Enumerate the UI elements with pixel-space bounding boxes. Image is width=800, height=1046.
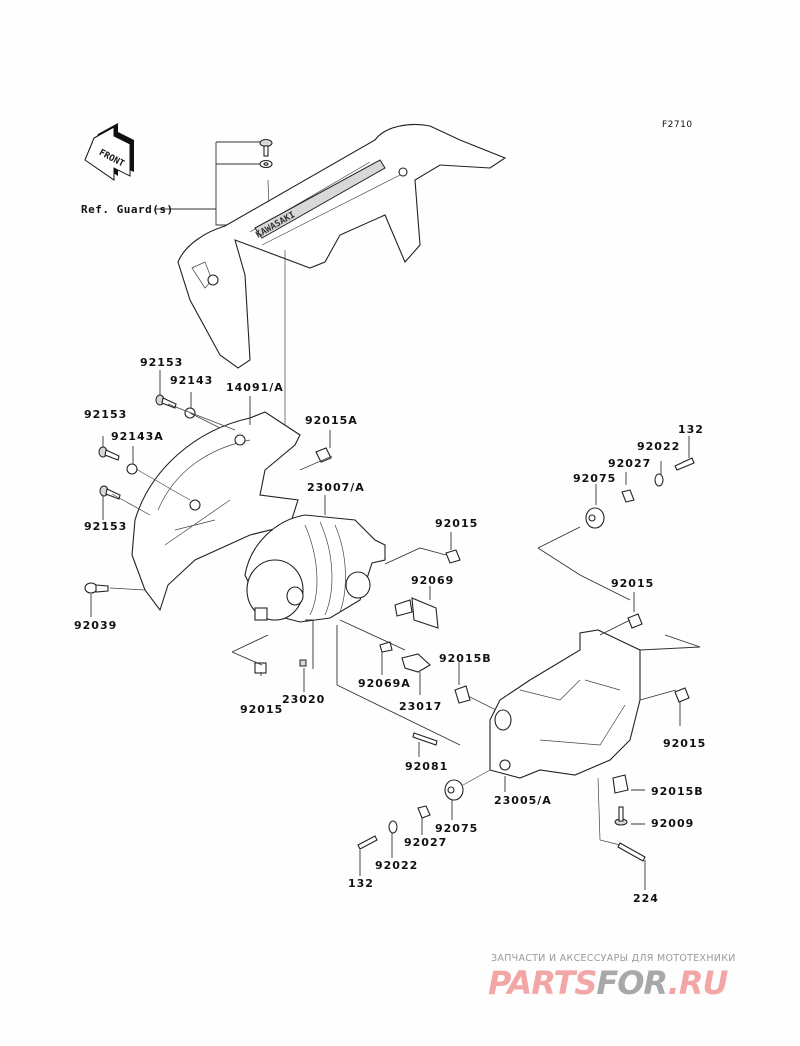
bolt-132-icon-1: [674, 457, 695, 471]
part-label-23020[interactable]: 23020: [282, 693, 326, 706]
part-label-92075[interactable]: 92075: [573, 472, 617, 485]
part-label-92081[interactable]: 92081: [405, 760, 449, 773]
clip-92015-icon-3: [627, 613, 643, 629]
part-label-92015[interactable]: 92015: [611, 577, 655, 590]
nut-23020-icon: [299, 659, 307, 667]
grommet-92015b-icon-2: [612, 774, 629, 794]
clip-92015-icon-4: [674, 687, 690, 703]
part-label-92027[interactable]: 92027: [404, 836, 448, 849]
collar-92027-icon-1: [621, 489, 635, 503]
ref-bracket-line: [156, 141, 300, 226]
bulb-92069a-icon: [379, 641, 393, 653]
washer-92022-icon-2: [388, 820, 398, 834]
part-label-14091a[interactable]: 14091/A: [226, 381, 284, 394]
grommet-92075-icon-1: [585, 507, 605, 529]
ref-guard-label[interactable]: Ref. Guard(s): [81, 203, 174, 216]
part-label-92022[interactable]: 92022: [375, 859, 419, 872]
bolt-132-icon-2: [357, 835, 378, 850]
part-label-92039[interactable]: 92039: [74, 619, 118, 632]
part-label-92143[interactable]: 92143: [170, 374, 214, 387]
watermark-logo: PARTSFOR.RU: [488, 964, 729, 1002]
housing-leaders: [537, 526, 701, 701]
rivet-92039-icon: [84, 582, 109, 594]
part-label-23007a[interactable]: 23007/A: [307, 481, 365, 494]
clip-92015a-icon: [315, 447, 332, 463]
part-label-92027[interactable]: 92027: [608, 457, 652, 470]
ref-washer-icon: [259, 159, 273, 169]
watermark-brand-part3: .RU: [667, 964, 729, 1002]
bolt-leader: [597, 777, 621, 846]
bulb-92069-icon: [394, 597, 439, 629]
part-label-23017[interactable]: 23017: [399, 700, 443, 713]
watermark-tagline: ЗАПЧАСТИ И АКСЕССУАРЫ ДЛЯ МОТОТЕХНИКИ: [491, 953, 736, 964]
clip-92015-icon-1: [445, 549, 461, 564]
part-label-92069[interactable]: 92069: [411, 574, 455, 587]
washer-92022-icon-1: [654, 473, 664, 487]
socket-23017-icon: [401, 653, 431, 673]
part-label-92015[interactable]: 92015: [663, 737, 707, 750]
headlight-unit-shape: [244, 514, 386, 623]
figure-code: F2710: [662, 120, 693, 130]
watermark-brand-part2: FOR: [596, 964, 668, 1002]
part-label-92069a[interactable]: 92069A: [358, 677, 411, 690]
front-arrow-icon: FRONT: [84, 123, 134, 181]
bolt-224-icon: [617, 842, 646, 862]
adjuster-leader: [467, 695, 501, 713]
part-label-92153[interactable]: 92153: [140, 356, 184, 369]
part-label-23005a[interactable]: 23005/A: [494, 794, 552, 807]
part-label-92022[interactable]: 92022: [637, 440, 681, 453]
headlight-leaders: [231, 547, 461, 746]
part-label-132[interactable]: 132: [678, 423, 704, 436]
part-label-92015[interactable]: 92015: [240, 703, 284, 716]
clip-92015-icon-2: [254, 662, 267, 674]
part-label-92153[interactable]: 92153: [84, 408, 128, 421]
part-label-132[interactable]: 132: [348, 877, 374, 890]
housing-shape: [489, 629, 641, 779]
grommet-leader: [462, 769, 491, 786]
spring-92081-icon: [412, 732, 438, 746]
ref-screw-icon: [259, 139, 273, 157]
part-label-92153[interactable]: 92153: [84, 520, 128, 533]
part-label-92015b[interactable]: 92015B: [439, 652, 492, 665]
part-label-92075[interactable]: 92075: [435, 822, 479, 835]
upper-guard-shape: KAWASAKI: [177, 123, 507, 369]
collar-92027-icon-2: [417, 805, 431, 819]
watermark-brand-part1: PARTS: [488, 964, 597, 1002]
part-label-92009[interactable]: 92009: [651, 817, 695, 830]
grommet-92015b-icon: [454, 685, 471, 704]
part-label-92015a[interactable]: 92015A: [305, 414, 358, 427]
screw-92009-icon: [614, 806, 628, 826]
collar-92143a-icon: [126, 463, 138, 475]
part-label-92015b[interactable]: 92015B: [651, 785, 704, 798]
part-label-224[interactable]: 224: [633, 892, 659, 905]
part-label-92015[interactable]: 92015: [435, 517, 479, 530]
fastener-leaders: [109, 403, 333, 591]
label-leaders: [90, 370, 690, 890]
screw-92153-icon-2: [98, 446, 120, 461]
part-label-92143a[interactable]: 92143A: [111, 430, 164, 443]
grommet-92075-icon-2: [444, 779, 464, 801]
